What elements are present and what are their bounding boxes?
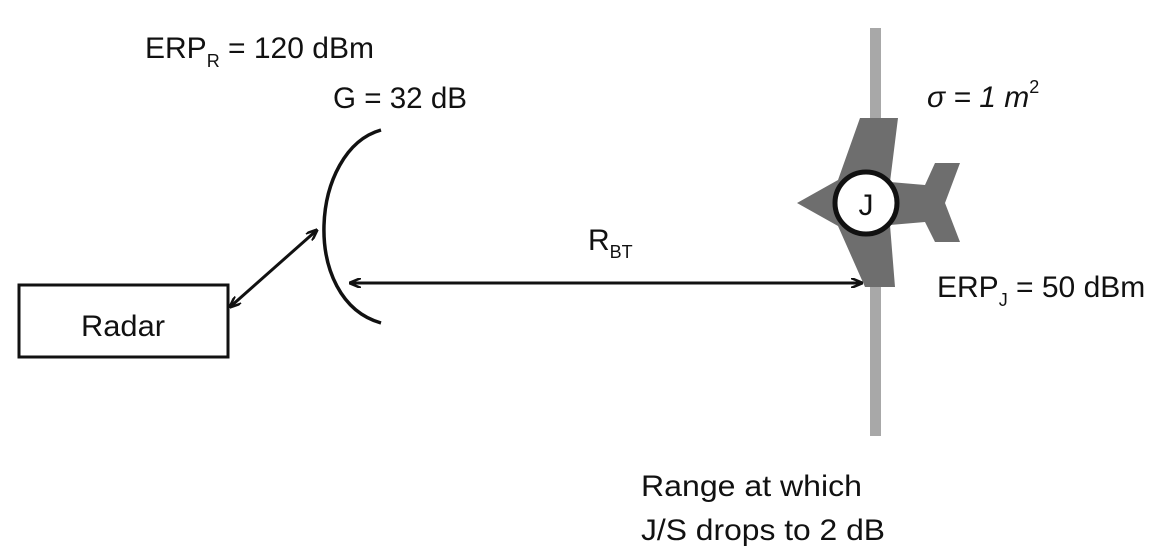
erp-jammer-label: ERPJ = 50 dBm bbox=[937, 271, 1145, 310]
jammer-circle bbox=[832, 169, 900, 237]
jammer-label: J bbox=[859, 189, 874, 222]
caption-line-2: J/S drops to 2 dB bbox=[641, 514, 885, 547]
rcs-label: σ = 1 m2 bbox=[927, 77, 1039, 114]
radar-antenna-arrow bbox=[230, 230, 317, 307]
range-label: RBT bbox=[588, 224, 633, 262]
radar-box bbox=[17, 283, 230, 359]
erp-radar-label: ERPR = 120 dBm bbox=[145, 32, 374, 71]
radar-label: Radar bbox=[81, 310, 165, 343]
caption-line-1: Range at which bbox=[641, 470, 862, 503]
antenna-dish bbox=[322, 128, 382, 325]
antenna-gain-label: G = 32 dB bbox=[333, 82, 467, 115]
